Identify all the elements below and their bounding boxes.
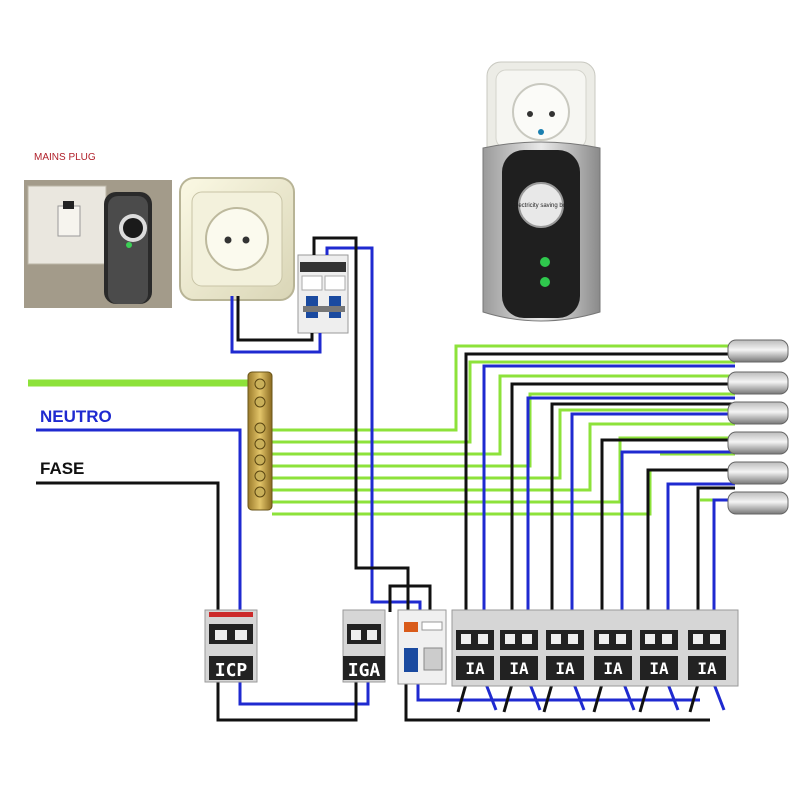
ia-label-3: IA (555, 659, 575, 678)
neutro-wires (36, 246, 735, 711)
fase-label: FASE (40, 459, 84, 478)
icp-breaker: ICP (204, 609, 258, 683)
neutro-label: NEUTRO (40, 407, 112, 426)
ia-breaker-5: IA (640, 630, 678, 680)
ia-label-1: IA (465, 659, 485, 678)
wall-socket-icon (179, 177, 295, 301)
ia-breaker-2: IA (500, 630, 538, 680)
iga-breaker: IGA (342, 609, 386, 683)
ia-label-6: IA (697, 659, 717, 678)
mains-plug-label: MAINS PLUG (34, 152, 96, 163)
ia-label-2: IA (509, 659, 529, 678)
earth-terminal-bar-icon (247, 371, 273, 511)
ia-breaker-3: IA (546, 630, 584, 680)
ia-breaker-6: IA (688, 630, 726, 680)
ia-label-5: IA (649, 659, 669, 678)
ia-label-4: IA (603, 659, 623, 678)
ia-breaker-4: IA (594, 630, 632, 680)
saver-brand-label: Electricity saving box (513, 203, 569, 209)
icp-label: ICP (215, 660, 248, 681)
wall-switch-with-saver-icon (24, 180, 172, 308)
socket-breaker-icon (297, 254, 349, 334)
fase-wires (36, 236, 735, 722)
ia-breakers: IA IA IA IA IA (451, 609, 739, 687)
power-saver-device-icon: Electricity saving box (482, 61, 601, 322)
differential-switch-icon (397, 609, 447, 685)
ia-breaker-1: IA (456, 630, 494, 680)
iga-label: IGA (348, 660, 381, 681)
cable-ends (727, 339, 789, 515)
